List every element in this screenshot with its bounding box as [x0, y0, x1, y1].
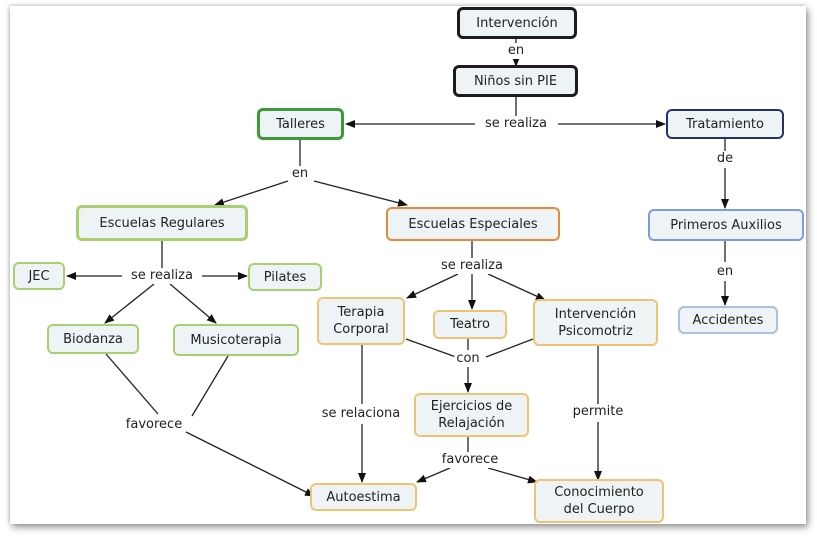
node-accidentes[interactable]: Accidentes — [678, 306, 778, 334]
link-label-en: en — [505, 43, 527, 59]
node-pilates[interactable]: Pilates — [248, 263, 322, 291]
link-label-se-realiza: se realiza — [129, 268, 195, 284]
connector — [487, 273, 546, 301]
concept-map-canvas: Intervención Niños sin PIE Talleres Trat… — [10, 6, 806, 524]
connector — [313, 180, 408, 207]
connector — [406, 273, 459, 299]
connector — [105, 353, 159, 415]
link-label-favorece: favorece — [439, 452, 501, 468]
connector — [487, 467, 538, 484]
connector — [405, 338, 457, 358]
link-label-se-realiza: se realiza — [439, 258, 505, 274]
link-label-se-realiza: se realiza — [483, 116, 549, 132]
node-musicoterapia[interactable]: Musicoterapia — [173, 324, 299, 356]
node-biodanza[interactable]: Biodanza — [47, 324, 139, 354]
link-label-de: de — [714, 151, 736, 167]
node-ejercicios-relajacion[interactable]: Ejercicios de Relajación — [414, 393, 529, 437]
node-conocimiento-cuerpo[interactable]: Conocimiento del Cuerpo — [534, 479, 664, 523]
connector — [485, 338, 534, 358]
link-label-con: con — [454, 351, 482, 367]
connector — [416, 467, 451, 483]
link-label-en: en — [289, 166, 311, 182]
link-label-se-relaciona: se relaciona — [319, 406, 403, 422]
connector — [169, 283, 217, 324]
node-terapia-corporal[interactable]: Terapia Corporal — [317, 297, 405, 345]
node-ninos-sin-pie[interactable]: Niños sin PIE — [453, 65, 578, 97]
node-jec[interactable]: JEC — [13, 262, 65, 290]
node-teatro[interactable]: Teatro — [433, 310, 507, 339]
link-label-en: en — [714, 264, 736, 280]
connector — [185, 431, 315, 497]
node-escuelas-especiales[interactable]: Escuelas Especiales — [386, 207, 560, 241]
link-label-favorece: favorece — [123, 417, 185, 433]
connector-layer — [66, 38, 729, 497]
node-intervencion[interactable]: Intervención — [457, 7, 577, 39]
node-tratamiento[interactable]: Tratamiento — [666, 109, 784, 139]
node-intervencion-psicomotriz[interactable]: Intervención Psicomotriz — [533, 299, 658, 346]
connector — [191, 355, 229, 417]
connector — [104, 283, 155, 324]
node-escuelas-regulares[interactable]: Escuelas Regulares — [76, 205, 248, 241]
node-primeros-auxilios[interactable]: Primeros Auxilios — [648, 209, 804, 241]
link-label-permite: permite — [570, 404, 626, 420]
connector — [214, 180, 289, 206]
node-talleres[interactable]: Talleres — [257, 108, 344, 140]
node-autoestima[interactable]: Autoestima — [310, 483, 417, 511]
